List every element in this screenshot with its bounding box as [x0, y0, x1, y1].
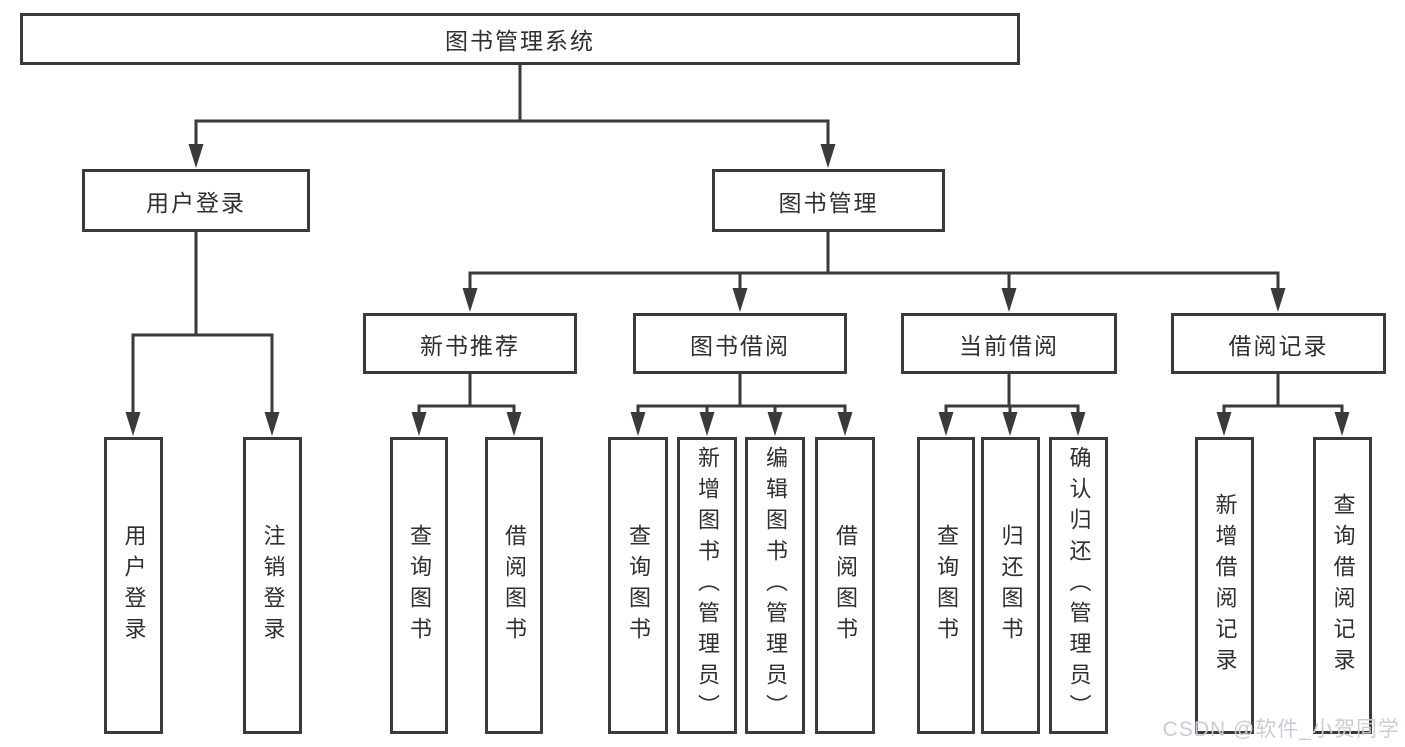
leaf-borrow-book: 借阅图书	[815, 437, 875, 734]
connector-book-borrow-to-leaves	[630, 374, 853, 436]
connector-book-management-to-level3	[462, 232, 1286, 312]
node-new-book-recommend: 新书推荐	[363, 313, 577, 374]
node-new-book-recommend-label: 新书推荐	[420, 332, 520, 359]
leaf-add-book-admin: 新增图书（管理员）	[677, 437, 737, 734]
node-borrow-record: 借阅记录	[1171, 313, 1386, 374]
leaf-query-borrow-record-label: 查询借阅记录	[1330, 492, 1356, 679]
leaf-user-login: 用户登录	[104, 437, 163, 734]
leaf-borrow-query-book: 查询图书	[608, 437, 668, 734]
connector-user-login-to-leaves	[125, 232, 280, 436]
leaf-recommend-borrow-book-label: 借阅图书	[502, 523, 527, 648]
leaf-confirm-return-admin-label: 确认归还（管理员）	[1066, 446, 1092, 725]
node-book-borrow-label: 图书借阅	[690, 332, 790, 359]
leaf-borrow-book-label: 借阅图书	[833, 523, 858, 648]
leaf-logout-label: 注销登录	[260, 523, 286, 648]
connector-borrow-record-to-leaves	[1216, 374, 1350, 436]
node-book-borrow: 图书借阅	[633, 313, 847, 374]
leaf-add-book-admin-label: 新增图书（管理员）	[695, 446, 720, 725]
leaf-add-borrow-record-label: 新增借阅记录	[1212, 492, 1238, 679]
node-book-management-label: 图书管理	[778, 189, 879, 216]
node-user-login-label: 用户登录	[146, 189, 246, 216]
node-user-login: 用户登录	[82, 169, 310, 232]
leaf-recommend-borrow-book: 借阅图书	[485, 437, 543, 734]
leaf-recommend-query-book-label: 查询图书	[407, 523, 432, 648]
leaf-confirm-return-admin: 确认归还（管理员）	[1049, 437, 1108, 734]
node-root: 图书管理系统	[20, 13, 1020, 65]
node-book-management: 图书管理	[712, 169, 945, 232]
node-borrow-record-label: 借阅记录	[1228, 332, 1329, 359]
node-current-borrow-label: 当前借阅	[959, 332, 1059, 359]
node-current-borrow: 当前借阅	[901, 313, 1117, 374]
leaf-edit-book-admin-label: 编辑图书（管理员）	[763, 446, 788, 725]
node-root-label: 图书管理系统	[445, 28, 595, 54]
leaf-edit-book-admin: 编辑图书（管理员）	[745, 437, 805, 734]
leaf-return-book-label: 归还图书	[998, 523, 1024, 648]
leaf-query-borrow-record: 查询借阅记录	[1313, 437, 1372, 734]
leaf-add-borrow-record: 新增借阅记录	[1195, 437, 1254, 734]
connector-current-borrow-to-leaves	[938, 374, 1086, 436]
leaf-recommend-query-book: 查询图书	[390, 437, 448, 734]
connector-new-book-recommend-to-leaves	[411, 374, 522, 436]
leaf-current-query-book: 查询图书	[917, 437, 975, 734]
leaf-borrow-query-book-label: 查询图书	[626, 523, 651, 648]
leaf-user-login-label: 用户登录	[121, 523, 147, 648]
watermark: CSDN @软件_小贺同学	[1162, 718, 1400, 741]
connector-root-to-level2	[188, 64, 836, 168]
leaf-return-book: 归还图书	[981, 437, 1040, 734]
leaf-current-query-book-label: 查询图书	[934, 523, 959, 648]
leaf-logout: 注销登录	[243, 437, 302, 734]
